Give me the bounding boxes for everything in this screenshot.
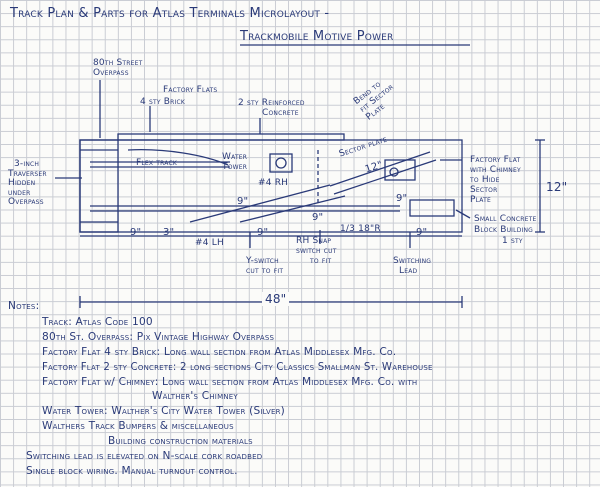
leader-small-concrete (455, 209, 471, 219)
label-factory-chimney: Factory Flat with Chimney to Hide Sector… (470, 155, 521, 205)
overpass-block (79, 139, 119, 233)
dim-9-d: 9" (396, 193, 408, 204)
label-flextrack: Flex track (136, 158, 177, 168)
sector-plate-edge (329, 151, 431, 187)
note-line: 80th St. Overpass: Pix Vintage Highway O… (42, 331, 275, 343)
dim-48: 48" (262, 292, 290, 306)
track-diverging (239, 195, 346, 223)
label-third-18r: 1/3 18"R (340, 224, 381, 234)
label-small-concrete: Small Concrete Block Building 1 sty (474, 214, 537, 246)
note-line: Factory Flat 2 sty Concrete: 2 long sect… (42, 362, 433, 373)
notes-heading: Notes: (8, 300, 40, 312)
dim-9-a: 9" (130, 227, 142, 238)
dim-3: 3" (163, 227, 175, 238)
note-line: Single block wiring. Manual turnout cont… (26, 465, 238, 477)
note-line: Building construction materials (108, 435, 253, 447)
note-line: Switching lead is elevated on N-scale co… (26, 450, 263, 462)
note-line: Water Tower: Walther's City Water Tower … (42, 405, 285, 417)
title-line-1: Track Plan & Parts for Atlas Terminals M… (10, 6, 330, 21)
chimney-circle (389, 167, 399, 177)
dim-9-c: 9" (312, 212, 324, 223)
label-traverser: 3-inch Traverser Hidden under Overpass (8, 159, 47, 207)
note-line: Walthers Track Bumpers & miscellaneous (42, 420, 234, 432)
flextrack-curve (127, 149, 229, 166)
small-concrete-building (409, 199, 455, 217)
label-turnout-4lh: #4 LH (195, 238, 224, 248)
label-turnout-4rh: #4 RH (258, 178, 289, 188)
dim-9-f: 9" (237, 196, 249, 207)
note-line: Track: Atlas Code 100 (42, 316, 153, 328)
track-diverging (189, 184, 331, 223)
label-factory-flats: Factory Flats (163, 85, 218, 95)
note-line: Walther's Chimney (152, 390, 238, 402)
label-brick: 4 sty Brick (140, 97, 186, 107)
factory-flats-wall (117, 133, 345, 141)
dim-9-b: 9" (257, 227, 269, 238)
dim-12-vertical: 12" (546, 180, 568, 194)
note-line: Factory Flat 4 sty Brick: Long wall sect… (42, 346, 397, 358)
water-tower-circle (275, 157, 287, 169)
dim-9-e: 9" (416, 227, 428, 238)
note-line: Factory Flat w/ Chimney: Long wall secti… (42, 376, 418, 388)
label-rh-snap: RH Snap switch cut to fit (296, 236, 337, 266)
water-tower-square (269, 153, 293, 173)
title-line-2: Trackmobile Motive Power (240, 29, 394, 44)
factory-chimney-building (384, 159, 416, 181)
